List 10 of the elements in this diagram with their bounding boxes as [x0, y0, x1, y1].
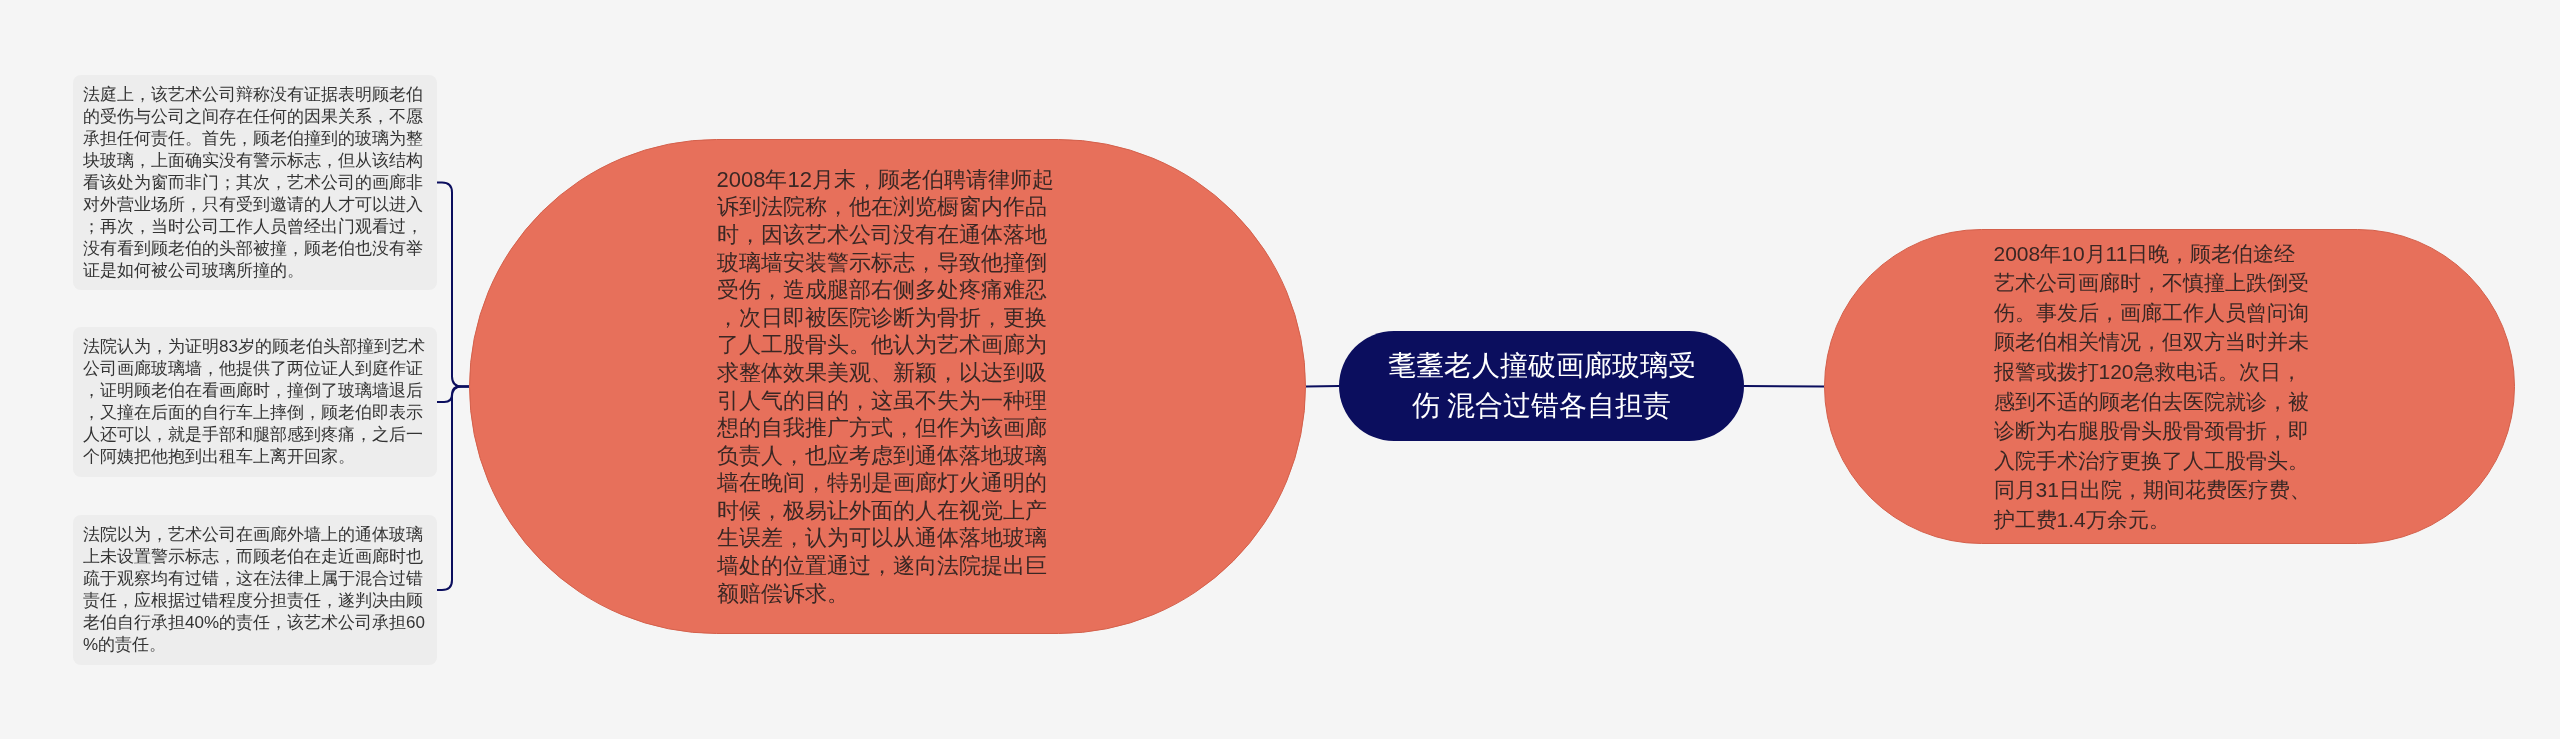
- note-paragraph: 法院以为，艺术公司在画廊外墙上的通体玻璃上未设置警示标志，而顾老伯在走近画廊时也疏于观察均有过错，这在法律上属于混合过错责任，应根据过错程度分担责任，遂判决由顾老伯自行承担40%的责任，该艺术公司承担60%的责任。: [83, 524, 426, 656]
- topic-paragraph: 2008年12月末，顾老伯聘请律师起诉到法院称，他在浏览橱窗内作品时，因该艺术公司没有在通体落地玻璃墙安装警示标志，导致他撞倒受伤，造成腿部右侧多处疼痛难忍，次日即被医院诊断为骨折，更换了人工股骨头。他认为艺术画廊为求整体效果美观、新颖，以达到吸引人气的目的，这虽不失为一种理想的自我推广方式，但作为该画廊负责人，也应考虑到通体落地玻璃墙在晚间，特别是画廊灯火通明的时候，极易让外面的人在视觉上产生误差，认为可以从通体落地玻璃墙处的位置通过，遂向法院提出巨额赔偿诉求。: [716, 165, 1055, 608]
- note-card: [73, 327, 437, 477]
- connector-line: [1743, 385, 1825, 388]
- note-card: [73, 515, 437, 665]
- note-paragraph: 法院认为，为证明83岁的顾老伯头部撞到艺术公司画廊玻璃墙，他提供了两位证人到庭作证，证明顾老伯在看画廊时，撞倒了玻璃墙退后，又撞在后面的自行车上摔倒，顾老伯即表示人还可以，就是手部和腿部感到疼痛，之后一个阿姨把他抱到出租车上离开回家。: [83, 336, 426, 468]
- connector-line: [1305, 385, 1340, 388]
- topic-title: 耄耋老人撞破画廊玻璃受伤 混合过错各自担责: [1386, 349, 1697, 423]
- note-paragraph: 法庭上，该艺术公司辩称没有证据表明顾老伯的受伤与公司之间存在任何的因果关系，不愿承担任何责任。首先，顾老伯撞到的玻璃为整块玻璃，上面确实没有警示标志，但从该结构看该处为窗而非门；其次，艺术公司的画廊非对外营业场所，只有受到邀请的人才可以进入；再次，当时公司工作人员曾经出门观看过，没有看到顾老伯的头部被撞，顾老伯也没有举证是如何被公司玻璃所撞的。: [83, 83, 424, 282]
- topic-paragraph: 2008年10月11日晚，顾老伯途经艺术公司画廊时，不慎撞上跌倒受伤。事发后，画廊工作人员曾问询顾老伯相关情况，但双方当时并未报警或拨打120急救电话。次日，感到不适的顾老伯去医院就诊，被诊断为右腿股骨头股骨颈骨折，即入院手术治疗更换了人工股骨头。同月31日出院，期间花费医疗费、护工费1.4万余元。: [1993, 240, 2312, 533]
